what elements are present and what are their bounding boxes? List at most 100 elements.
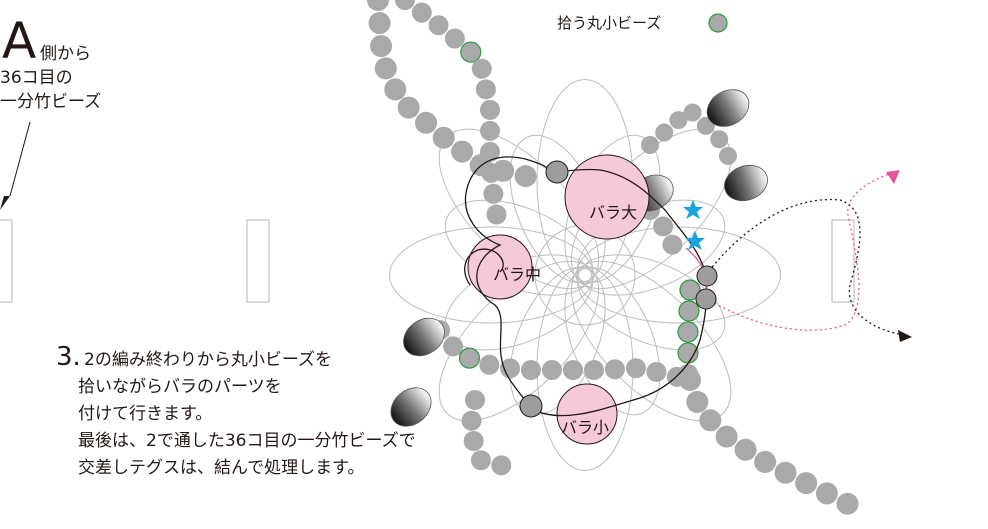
rose-large — [564, 154, 650, 240]
round-bead — [491, 455, 512, 476]
picked-bead — [458, 347, 481, 369]
side-note-line1: 側から — [40, 44, 91, 64]
rose-medium — [467, 234, 533, 300]
bugle-bead-middle — [246, 219, 270, 303]
legend-bead-icon — [708, 13, 728, 33]
round-bead — [397, 96, 420, 119]
round-bead — [486, 204, 507, 225]
picked-bead — [460, 41, 482, 63]
petal-outline — [564, 266, 661, 416]
drop-bead — [706, 89, 750, 127]
connector-bead — [519, 394, 543, 418]
round-bead — [683, 103, 702, 122]
round-bead — [653, 216, 674, 237]
round-bead — [370, 35, 393, 58]
round-bead — [662, 234, 683, 255]
connector-beads — [519, 160, 718, 418]
star-icon — [685, 231, 705, 250]
roses — [467, 154, 650, 445]
instruction-line4: 最後は、2で通した36コ目の一分竹ビーズで — [78, 431, 416, 451]
arrowhead-black — [898, 330, 912, 342]
rose-large-label: バラ大 — [589, 203, 637, 222]
legend-label: 拾う丸小ビーズ — [557, 14, 661, 32]
round-bead — [451, 140, 474, 163]
round-bead — [774, 461, 797, 484]
petal-outline — [576, 254, 726, 351]
thread-pink-dotted — [705, 171, 896, 331]
round-bead — [604, 359, 625, 380]
round-bead — [415, 111, 438, 134]
round-bead — [481, 162, 502, 183]
round-bead — [836, 492, 859, 515]
thread-black-dotted — [705, 198, 906, 336]
instruction-line2: 拾いながらバラのパーツを — [78, 377, 282, 397]
bugle-bead-right — [831, 219, 855, 303]
side-note-line2: 36コ目の — [0, 68, 73, 88]
picked-bead — [678, 300, 700, 322]
round-bead — [475, 79, 496, 100]
side-note-letter: A — [2, 12, 37, 70]
arrowhead-pink — [886, 170, 900, 184]
side-note-line3: 一分竹ビーズ — [0, 92, 102, 112]
round-bead — [500, 358, 521, 379]
drop-bead — [403, 317, 445, 357]
pointer-line — [9, 121, 31, 197]
stars — [683, 200, 705, 250]
round-bead — [795, 472, 818, 495]
round-bead — [718, 146, 737, 165]
round-bead — [479, 354, 500, 375]
rose-small-label: バラ小 — [561, 418, 609, 437]
bugle-beads — [0, 219, 855, 303]
picked-bead — [677, 321, 699, 343]
round-bead — [471, 58, 492, 79]
instruction-line1: 2の編み終わりから丸小ビーズを — [84, 350, 332, 370]
connector-bead — [695, 288, 717, 310]
round-bead — [444, 28, 465, 49]
thread-black-inner — [464, 248, 504, 286]
round-bead — [710, 130, 729, 149]
round-bead — [699, 409, 722, 432]
round-bead — [583, 360, 604, 380]
round-bead — [815, 482, 838, 505]
picked-bead — [679, 279, 701, 301]
round-bead — [734, 438, 757, 461]
round-bead — [411, 2, 432, 23]
round-bead — [480, 120, 500, 141]
instruction-line5: 交差しテグスは、結んで処理します。 — [78, 458, 365, 478]
round-bead — [374, 57, 397, 80]
star-icon — [683, 200, 703, 219]
rose-medium-label: バラ中 — [493, 265, 541, 284]
connector-bead — [696, 265, 718, 287]
round-bead — [367, 0, 389, 11]
round-bead — [428, 15, 449, 36]
round-bead — [479, 99, 500, 120]
round-bead — [461, 410, 482, 431]
round-bead — [395, 0, 415, 10]
round-bead — [520, 360, 541, 380]
round-bead — [443, 336, 464, 357]
instruction-step-number: 3. — [56, 342, 81, 372]
petal-outline — [389, 226, 594, 324]
round-bead — [646, 361, 667, 382]
round-beads — [367, 0, 859, 515]
round-bead — [514, 165, 537, 188]
connector-bead — [545, 160, 569, 184]
round-bead — [678, 363, 698, 384]
round-bead — [541, 360, 562, 380]
round-bead — [641, 136, 659, 154]
instruction-line3: 付けて行きます。 — [78, 404, 213, 424]
round-bead — [754, 450, 777, 473]
round-bead — [669, 111, 688, 130]
round-bead — [463, 430, 484, 451]
round-bead — [686, 390, 709, 413]
flower-center — [534, 224, 636, 326]
round-bead — [655, 123, 674, 142]
round-bead — [562, 360, 583, 380]
round-bead — [715, 425, 738, 448]
drop-bead — [390, 387, 432, 427]
round-bead — [625, 358, 646, 379]
round-bead — [483, 183, 504, 204]
drop-bead — [724, 164, 768, 202]
